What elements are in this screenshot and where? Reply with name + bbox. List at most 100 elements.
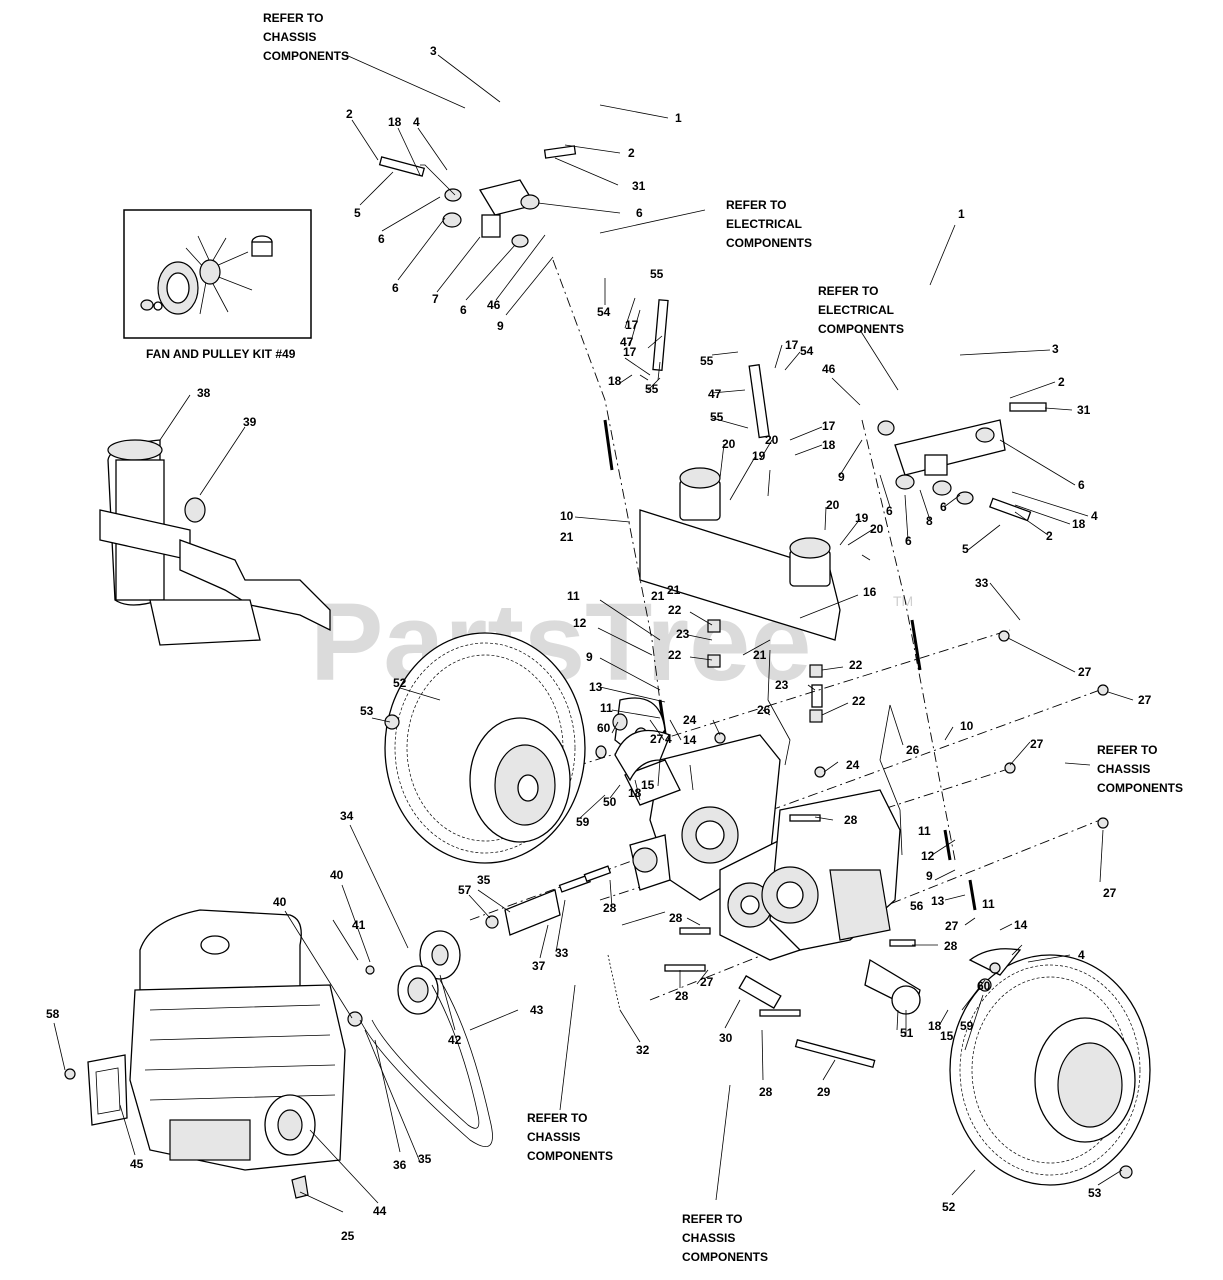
- callout-6: 6: [940, 500, 947, 514]
- callout-6: 6: [886, 504, 893, 518]
- callout-21: 21: [560, 530, 574, 544]
- ref-chassis-right: REFER TO CHASSIS COMPONENTS: [1097, 743, 1183, 795]
- callout-27: 27: [650, 732, 664, 746]
- ref-chassis-bottom-mid: REFER TO CHASSIS COMPONENTS: [527, 1111, 613, 1163]
- callout-26: 26: [757, 703, 771, 717]
- callout-28: 28: [759, 1085, 773, 1099]
- callout-53: 53: [1088, 1186, 1102, 1200]
- callout-22: 22: [668, 648, 682, 662]
- callout-57: 57: [458, 883, 472, 897]
- callout-55: 55: [645, 382, 659, 396]
- callout-21: 21: [667, 583, 681, 597]
- callout-20: 20: [826, 498, 840, 512]
- callout-44: 44: [373, 1204, 387, 1218]
- callout-59: 59: [960, 1019, 974, 1033]
- callout-51: 51: [900, 1026, 914, 1040]
- callout-54: 54: [800, 344, 814, 358]
- callout-9: 9: [497, 319, 504, 333]
- callout-23: 23: [775, 678, 789, 692]
- callout-18: 18: [1072, 517, 1086, 531]
- right-lever-assembly: [877, 270, 1047, 522]
- callout-58: 58: [46, 1007, 60, 1021]
- callout-33: 33: [975, 576, 989, 590]
- callout-27: 27: [1138, 693, 1152, 707]
- callout-46: 46: [822, 362, 836, 376]
- callout-21: 21: [753, 648, 767, 662]
- callout-55: 55: [700, 354, 714, 368]
- callout-35: 35: [477, 873, 491, 887]
- callout-18: 18: [388, 115, 402, 129]
- callout-27: 27: [1030, 737, 1044, 751]
- callout-40: 40: [330, 868, 344, 882]
- callout-11: 11: [982, 897, 995, 911]
- reference-notes: REFER TO CHASSIS COMPONENTS REFER TO ELE…: [263, 11, 1183, 1264]
- transaxle-assembly: [614, 697, 921, 1015]
- callout-27: 27: [1103, 886, 1117, 900]
- callout-11: 11: [567, 589, 580, 603]
- watermark-tm: TM: [893, 593, 913, 609]
- callout-17: 17: [785, 338, 799, 352]
- callout-1: 1: [675, 111, 682, 125]
- callout-18: 18: [608, 374, 622, 388]
- callout-55: 55: [710, 410, 724, 424]
- ref-chassis-top: REFER TO CHASSIS COMPONENTS: [263, 11, 349, 63]
- callout-26: 26: [906, 743, 920, 757]
- callout-22: 22: [668, 603, 682, 617]
- callout-1: 1: [958, 207, 965, 221]
- leader-lines: [53, 54, 1134, 1213]
- callout-17: 17: [625, 318, 639, 332]
- belt-and-pulleys: [347, 930, 493, 1147]
- callout-28: 28: [669, 911, 683, 925]
- callout-10: 10: [560, 509, 574, 523]
- callout-39: 39: [243, 415, 257, 429]
- callout-36: 36: [393, 1158, 407, 1172]
- callout-12: 12: [921, 849, 935, 863]
- left-lever-assembly: [378, 72, 599, 248]
- callout-4: 4: [413, 115, 420, 129]
- callout-6: 6: [1078, 478, 1085, 492]
- callout-28: 28: [944, 939, 958, 953]
- callout-6: 6: [392, 281, 399, 295]
- callout-52: 52: [393, 676, 407, 690]
- control-bracket: [639, 467, 841, 723]
- callout-27: 27: [700, 975, 714, 989]
- callout-24: 24: [683, 713, 697, 727]
- callout-20: 20: [870, 522, 884, 536]
- callout-9: 9: [586, 650, 593, 664]
- callout-35: 35: [418, 1152, 432, 1166]
- callout-46: 46: [487, 298, 501, 312]
- callout-18: 18: [628, 786, 642, 800]
- callout-32: 32: [636, 1043, 650, 1057]
- callout-12: 12: [573, 616, 587, 630]
- callout-59: 59: [576, 815, 590, 829]
- callout-38: 38: [197, 386, 211, 400]
- callout-4: 4: [1091, 509, 1098, 523]
- callout-28: 28: [675, 989, 689, 1003]
- callout-10: 10: [960, 719, 974, 733]
- callout-8: 8: [926, 514, 933, 528]
- kit-caption: FAN AND PULLEY KIT #49: [146, 347, 296, 361]
- callout-6: 6: [378, 232, 385, 246]
- callout-15: 15: [940, 1029, 954, 1043]
- callout-45: 45: [130, 1157, 144, 1171]
- callout-2: 2: [1058, 375, 1065, 389]
- callout-22: 22: [852, 694, 866, 708]
- callout-40: 40: [273, 895, 287, 909]
- callout-7: 7: [432, 292, 439, 306]
- callout-47: 47: [620, 335, 634, 349]
- callout-9: 9: [838, 470, 845, 484]
- callout-50: 50: [603, 795, 617, 809]
- left-wheel: [384, 632, 586, 864]
- callout-13: 13: [589, 680, 603, 694]
- callout-28: 28: [603, 901, 617, 915]
- fan-pulley-kit-inset: [123, 209, 312, 339]
- callout-3: 3: [1052, 342, 1059, 356]
- right-wheel: [949, 954, 1151, 1186]
- callout-19: 19: [752, 449, 766, 463]
- callout-28: 28: [844, 813, 858, 827]
- callout-5: 5: [354, 206, 361, 220]
- callout-24: 24: [846, 758, 860, 772]
- callout-55: 55: [650, 267, 664, 281]
- callout-34: 34: [340, 809, 354, 823]
- callout-52: 52: [942, 1200, 956, 1214]
